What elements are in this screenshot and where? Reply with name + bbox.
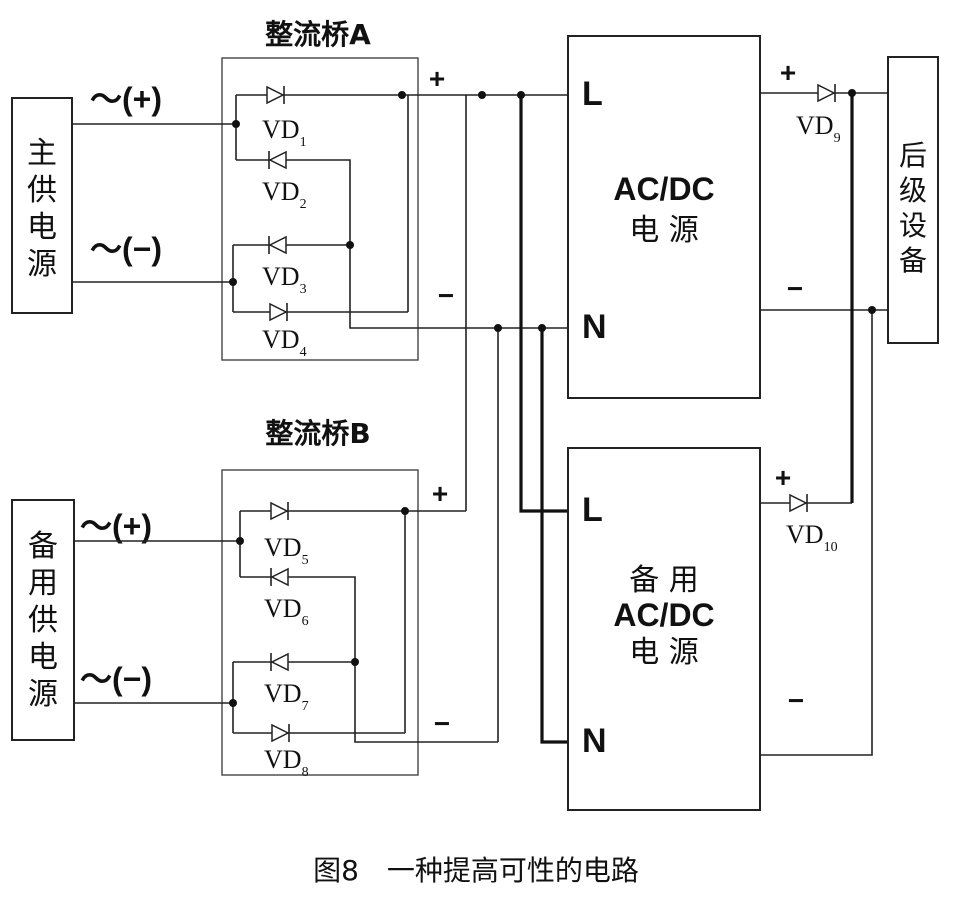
main-supply-char-3: 电 [27, 210, 57, 245]
bridge-b-minus-label: − [434, 708, 450, 739]
acdc-backup-box [567, 447, 761, 811]
bridge-a-box [221, 57, 419, 361]
vd2-label: VD2 [262, 177, 307, 212]
acdc-main-box [567, 35, 761, 399]
ac-distribution-bus [519, 95, 568, 744]
acdc-backup-title-line3: 电 源 [629, 635, 699, 670]
vd4-label: VD4 [262, 325, 307, 360]
acdc-main-title-line1: AC/DC [613, 171, 714, 207]
backup-supply-box [11, 499, 75, 741]
acdc-main-l-terminal: L [582, 75, 603, 113]
diode-vd4 [269, 302, 288, 322]
acdc-backup-n-terminal: N [582, 722, 607, 760]
vd8-label: VD8 [264, 745, 309, 780]
figure-caption: 图8 一种提高可性的电路 [313, 854, 639, 887]
bridge-b-box [221, 469, 419, 776]
backup-ac-plus-label: ～(+) [80, 508, 152, 544]
diode-vd2 [268, 150, 287, 170]
load-char-2: 级 [899, 174, 927, 207]
backup-supply-char-1: 备 [28, 529, 58, 564]
diode-vd3 [268, 235, 287, 255]
diode-vd9 [817, 83, 836, 103]
vd5-label-sub: 5 [302, 553, 309, 568]
vd5-label-base: VD [264, 533, 302, 562]
load-char-1: 后 [899, 139, 927, 172]
vd4-label-sub: 4 [300, 345, 307, 360]
vd9-label: VD9 [796, 111, 841, 146]
vd3-label-sub: 3 [300, 282, 307, 297]
diode-vd8 [271, 723, 290, 743]
vd1-label-sub: 1 [300, 135, 307, 150]
bridge-b-wiring [74, 95, 499, 743]
bridge-a-wiring [72, 94, 568, 329]
acdc-backup-title-line2: AC/DC [613, 597, 714, 633]
acdc-backup-minus-label: − [788, 685, 804, 716]
vd4-label-base: VD [262, 325, 300, 354]
main-ac-plus-label: ～(+) [90, 81, 162, 117]
vd2-label-sub: 2 [300, 197, 307, 212]
diode-vd1 [266, 85, 285, 105]
backup-ac-minus-label: ～(−) [80, 661, 152, 697]
vd1-label: VD1 [262, 115, 307, 150]
vd6-label-base: VD [264, 594, 302, 623]
acdc-backup-plus-label: + [775, 462, 791, 493]
diode-vd5 [270, 501, 289, 521]
vd8-label-base: VD [264, 745, 302, 774]
output-wiring [760, 92, 888, 756]
bridge-a-title: 整流桥A [265, 18, 371, 51]
vd7-label-base: VD [264, 679, 302, 708]
vd7-label: VD7 [264, 679, 309, 714]
bridge-a-minus-label: − [438, 280, 454, 311]
acdc-main-title-line2: 电 源 [629, 213, 699, 248]
acdc-backup-l-terminal: L [582, 491, 603, 529]
vd1-label-base: VD [262, 115, 300, 144]
vd2-label-base: VD [262, 177, 300, 206]
backup-supply-char-2: 用 [28, 566, 58, 601]
vd10-label: VD10 [786, 520, 838, 555]
vd3-label-base: VD [262, 262, 300, 291]
acdc-backup-title-line1: 备 用 [629, 563, 699, 598]
acdc-main-n-terminal: N [582, 308, 607, 346]
main-ac-minus-label: ～(−) [90, 231, 162, 267]
vd9-label-sub: 9 [834, 131, 841, 146]
vd5-label: VD5 [264, 533, 309, 568]
main-supply-box [11, 97, 73, 314]
vd10-label-base: VD [786, 520, 824, 549]
load-device-box [887, 56, 939, 344]
vd10-label-sub: 10 [824, 540, 838, 555]
load-char-3: 设 [899, 209, 927, 242]
acdc-main-minus-label: − [787, 273, 803, 304]
vd3-label: VD3 [262, 262, 307, 297]
vd9-label-base: VD [796, 111, 834, 140]
vd8-label-sub: 8 [302, 765, 309, 780]
main-supply-char-2: 供 [27, 173, 57, 208]
backup-supply-char-4: 电 [28, 640, 58, 675]
diode-vd10 [789, 493, 808, 513]
load-char-4: 备 [899, 244, 927, 277]
main-supply-char-4: 源 [27, 247, 57, 282]
vd6-label-sub: 6 [302, 614, 309, 629]
junction-dots [229, 89, 876, 707]
main-supply-char-1: 主 [27, 136, 57, 171]
acdc-main-plus-label: + [780, 57, 796, 88]
bridge-a-plus-label: + [429, 63, 445, 94]
backup-supply-char-5: 源 [28, 677, 58, 712]
vd7-label-sub: 7 [302, 699, 309, 714]
diode-vd7 [270, 652, 289, 672]
diode-vd6 [270, 567, 289, 587]
vd6-label: VD6 [264, 594, 309, 629]
backup-supply-char-3: 供 [28, 603, 58, 638]
bridge-b-title: 整流桥B [265, 417, 370, 450]
bridge-b-plus-label: + [432, 478, 448, 509]
